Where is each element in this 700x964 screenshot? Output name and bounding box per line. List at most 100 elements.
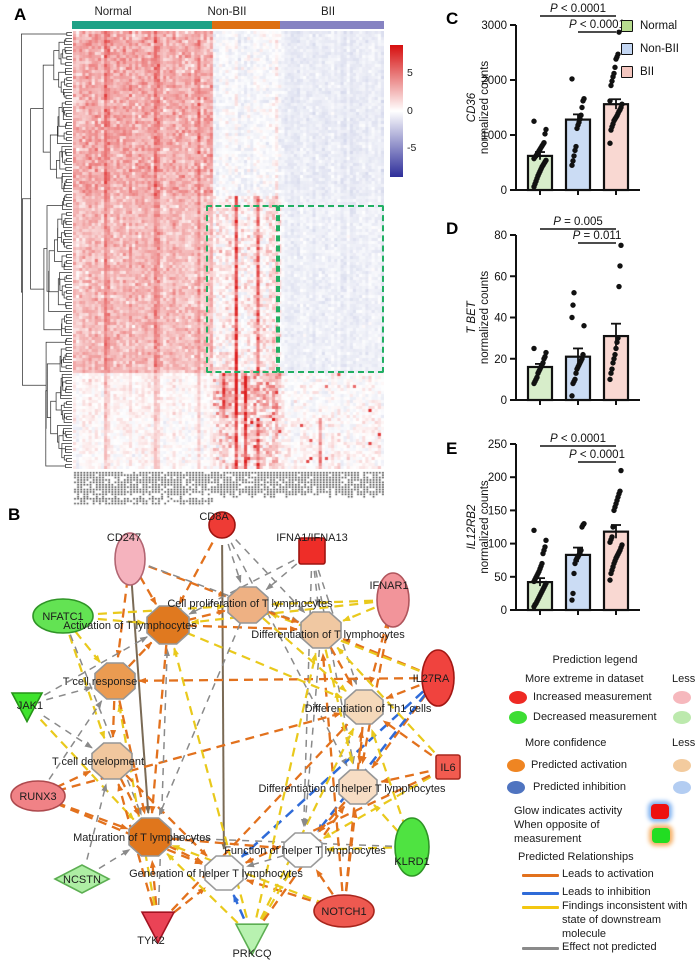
network-node-CD8A [208,511,236,539]
scatter-point [607,577,613,583]
network-edge [149,859,158,906]
heatmap [73,31,384,469]
scatter-point [542,544,548,550]
network-edge [246,854,285,868]
network-edge [269,612,420,672]
network-edge [68,634,106,740]
heatmap-highlight-box [206,205,278,373]
heatmap-highlight-box [278,205,384,373]
prediction-legend-title: Prediction legend [552,654,638,666]
inhibition-label: Predicted inhibition [533,781,626,793]
y-axis-label: CD36normalized counts [466,61,491,155]
y-tick-label: 2000 [481,75,507,87]
network-edge [171,844,326,905]
legend-label: BII [640,65,655,78]
legend-label: Normal [640,19,678,32]
panel-label: D [446,219,458,238]
network-node-label: TYK2 [137,935,165,947]
scatter-point [573,143,579,150]
network-edge [149,644,168,815]
p-value: P < 0.0001 [550,433,606,445]
scatter-point [607,98,613,104]
y-tick-label: 0 [501,395,507,407]
sample-labels [73,471,384,507]
scatter-point [569,597,575,603]
bar-Non-BII [564,553,592,612]
more-extreme-label: More extreme in dataset [525,673,644,685]
network-node-label: NOTCH1 [321,906,366,918]
y-tick-label: 50 [494,572,507,584]
y-axis-label: IL12RB2normalized counts [466,480,491,574]
network-edge [336,646,436,754]
network-edge [220,544,227,851]
p-value: P < 0.0001 [569,19,625,31]
legend-item-bii: BII [621,60,679,83]
network-edge [320,652,344,892]
inhibition-line [522,892,559,895]
activation-line [522,874,559,877]
network-edge [262,617,347,692]
group-label-bii: BII [320,6,336,18]
network-edge [43,715,93,749]
legend-label: Non-BII [640,42,679,55]
network-node-matur_T [128,817,172,857]
network-edge [158,623,241,816]
network-node-label: Cell proliferation of T lymphocytes [167,598,333,610]
network-node-diff_th1 [344,689,384,725]
scatter-point [617,488,623,494]
scatter-point [616,283,622,290]
scatter-point [619,542,625,548]
network-edge [266,610,300,624]
y-tick-label: 0 [501,185,507,197]
glow-red-square [651,804,669,819]
increased-less-ellipse [673,691,691,704]
network-edge [69,634,142,816]
network-edge [117,703,156,906]
colorbar-tick: 5 [407,67,413,79]
network-edge [148,565,300,623]
less-label-2: Less [672,737,696,749]
network-edge [230,542,348,767]
network-node-act_T [146,605,190,645]
glow-line-2: When opposite of [514,819,600,831]
scatter-point [618,467,624,474]
network-edge [127,641,153,668]
network-node-label: Differentiation of helper T lymphocytes [258,783,446,795]
network-edge [259,727,355,920]
network-edge [232,894,246,920]
network-edge [138,575,158,606]
scatter-point [578,112,584,118]
network-edge [119,778,141,817]
network-node-tcell_dev [91,742,133,780]
scatter-point [616,29,622,35]
scatter-point [581,520,587,527]
scatter-point [615,51,621,57]
network-node-label: Activation of T lymphocytes [63,620,197,632]
scatter-point [608,370,614,376]
panel-a-label: A [14,5,27,24]
scatter-point [611,70,617,77]
rel-label-not-predicted: Effect not predicted [562,941,657,953]
scatter-point [619,101,625,107]
rel-label-inhibition: Leads to inhibition [562,886,651,898]
scatter-point [611,356,617,362]
p-value: P < 0.0001 [550,3,606,15]
network-node-NOTCH1 [313,894,375,928]
colorbar-tick: -5 [407,142,417,154]
scatter-point [615,335,621,341]
scatter-point [610,524,616,530]
network-edge [187,609,226,622]
network-edge [240,690,425,858]
scatter-point [531,118,537,124]
network-node-diff_T [300,611,342,649]
scatter-point [571,290,577,296]
network-edge [261,869,292,921]
y-tick-label: 80 [494,230,507,242]
inconsistent-line [522,906,559,909]
scatter-point [543,537,549,543]
rel-label-activation: Leads to activation [562,868,654,880]
network-edge [369,619,389,685]
group-label-normal: Normal [94,6,132,18]
